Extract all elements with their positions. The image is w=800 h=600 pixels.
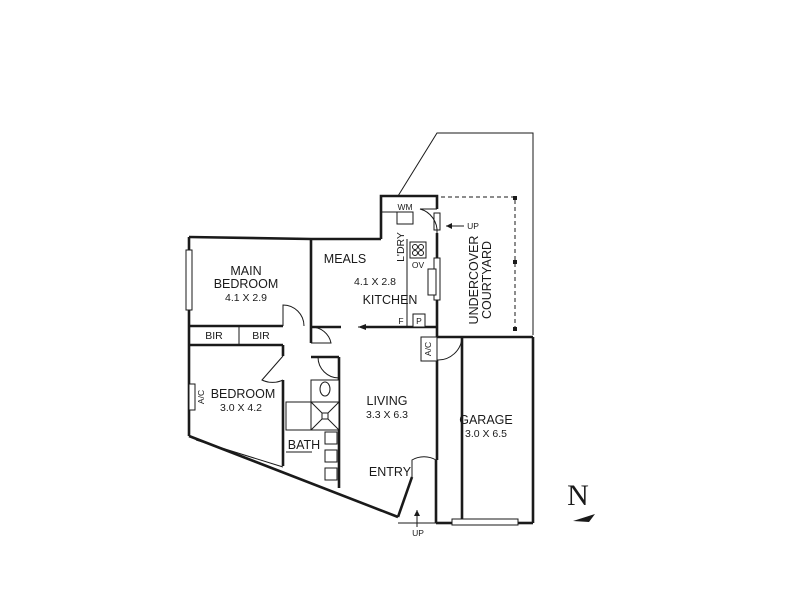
bir-right-label: BIR: [252, 330, 270, 342]
courtyard-outline: [397, 132, 534, 335]
meals-name: MEALS: [324, 252, 366, 266]
ac-living-label: A/C: [423, 342, 433, 356]
main-bedroom-size: 4.1 X 2.9: [225, 292, 267, 304]
living-name: LIVING: [367, 394, 408, 408]
doors: [261, 208, 463, 477]
washing-machine-label: WM: [397, 202, 412, 212]
kitchen-name: KITCHEN: [363, 293, 418, 307]
bedroom-name: BEDROOM: [211, 387, 276, 401]
ac-bedroom-label: A/C: [196, 390, 206, 404]
bath-name: BATH: [288, 438, 320, 452]
main-bedroom-name-line1: MAIN: [230, 264, 261, 278]
bedroom-size: 3.0 X 4.2: [220, 402, 262, 414]
pantry-label: P: [416, 316, 422, 326]
garage-name: GARAGE: [459, 413, 513, 427]
compass: N: [567, 479, 595, 522]
laundry-name: L'DRY: [395, 232, 407, 262]
courtyard-name-line1: UNDERCOVER: [467, 236, 481, 325]
fridge-label: F: [398, 316, 403, 326]
north-arrow-icon: [573, 514, 595, 522]
up-entry-label: UP: [412, 528, 424, 538]
living-size: 3.3 X 6.3: [366, 409, 408, 421]
main-bedroom-name-line2: BEDROOM: [214, 277, 279, 291]
entry-name: ENTRY: [369, 465, 412, 479]
fixtures: [188, 211, 464, 527]
courtyard-name-line2: COURTYARD: [480, 241, 494, 319]
bir-left-label: BIR: [205, 330, 223, 342]
meals-size: 4.1 X 2.8: [354, 276, 396, 288]
north-label: N: [567, 479, 589, 512]
up-courtyard-label: UP: [467, 221, 479, 231]
garage-size: 3.0 X 6.5: [465, 428, 507, 440]
oven-label: OV: [412, 260, 425, 270]
